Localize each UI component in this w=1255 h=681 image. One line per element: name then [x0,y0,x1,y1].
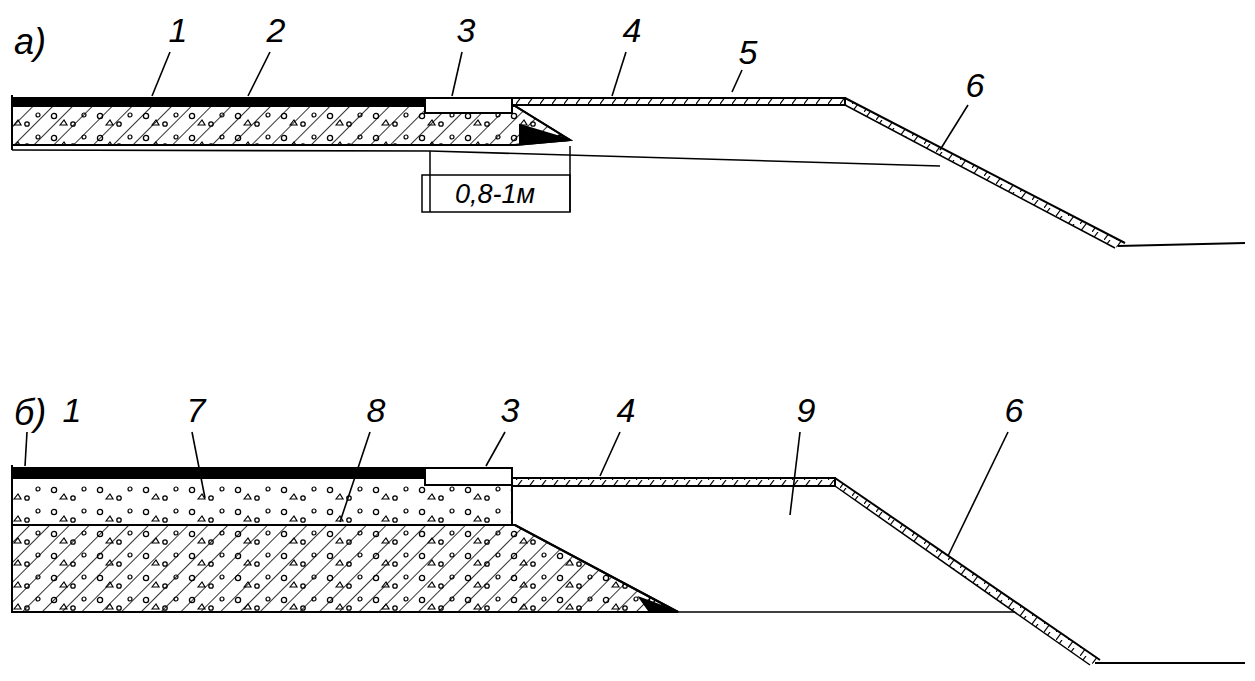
callout-number: 7 [187,393,206,427]
callout-number: 4 [617,393,636,427]
panel-letter: б) [14,395,46,431]
callout-number: 3 [501,393,520,427]
callout-number: 8 [367,393,386,427]
callout-number: 1 [169,13,188,47]
callout-number: 3 [457,13,476,47]
panel-letter: а) [14,24,46,60]
callout-number: 4 [623,13,642,47]
callout-number: 5 [739,35,758,69]
callout-number: 9 [797,393,816,427]
callout-number: 6 [1005,393,1024,427]
section-a [12,52,1245,248]
section-b [12,432,1245,665]
callout-number: 6 [966,68,985,102]
callout-number: 2 [267,13,286,47]
dimension-label: 0,8-1м [455,181,535,208]
callout-number: 1 [63,393,82,427]
